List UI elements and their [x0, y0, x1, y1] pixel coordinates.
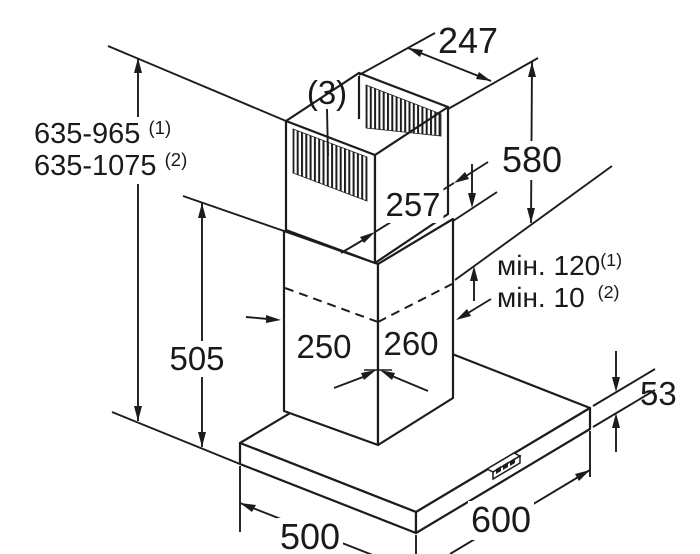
arrowhead-257-right [454, 172, 469, 183]
arrowhead-min-up [470, 266, 478, 281]
extension-line-top-right [447, 57, 539, 110]
arrowhead-635-bottom [134, 406, 142, 421]
arrowhead-247-right [476, 72, 491, 81]
arrowhead-250 [361, 370, 376, 380]
extension-line-top-left [107, 45, 287, 122]
dim-label-canopy-height: 53 [640, 375, 677, 412]
control-panel-button [503, 462, 508, 470]
chimney-top-rim-back-edges [285, 71, 449, 122]
arrowhead-505-bottom [198, 432, 206, 447]
dimension-shaft-edge-pointer [467, 298, 492, 314]
arrowhead-edge-pointer [456, 309, 471, 320]
arrowhead-505-top [198, 203, 206, 218]
dim-label-height-range-2: 635-1075 (2) [34, 149, 188, 183]
control-panel-button [510, 458, 515, 466]
dim-label-min-clearance-1: мін. 120(1) [497, 250, 623, 281]
dimension-shaft-250 [333, 376, 364, 389]
extension-line-junction-right [452, 191, 498, 222]
arrowhead-500-left [240, 503, 256, 512]
arrowhead-247-left [408, 48, 423, 57]
arrowhead-635-top [134, 58, 142, 73]
arrowhead-580-bottom [527, 208, 535, 223]
arrowhead-53-bottom [612, 413, 620, 428]
dimension-shaft-257-left [340, 239, 364, 254]
callout-leader-line [326, 108, 329, 157]
dimension-shaft-260 [391, 375, 429, 392]
extension-line-53-top [592, 368, 656, 407]
vent-grille-left-icon [292, 128, 368, 202]
dim-label-canopy-width: 600 [467, 500, 535, 540]
arrowhead-min-down [468, 193, 476, 208]
arrowhead-pointer-left-face [266, 315, 281, 323]
dashed-min-line-left [284, 287, 379, 323]
dim-label-height-range-1: 635-965 (1) [34, 116, 172, 150]
dim-label-min-clearance: мін. 120(1) мін. 10(2) [497, 250, 622, 314]
dimension-shaft-pointer-left-face [245, 316, 269, 320]
dim-label-upper-width: 257 [382, 187, 444, 223]
vent-grille-inner-icon [365, 84, 442, 137]
dim-label-lower-depth: 250 [296, 328, 352, 365]
dim-label-upper-height: 580 [498, 140, 566, 180]
dim-label-lower-width: 260 [383, 325, 439, 362]
extension-line-dashed-right [454, 165, 613, 281]
dimension-shaft-257-right [465, 161, 489, 177]
dim-label-canopy-depth: 500 [276, 517, 344, 554]
chimney-lower-right-face [376, 217, 455, 447]
arrowhead-260 [380, 370, 395, 380]
dim-label-height-range: 635-965 (1) 635-1075 (2) [30, 116, 192, 184]
control-panel-button [496, 466, 501, 474]
dim-label-min-clearance-2: мін. 10(2) [497, 282, 620, 314]
dim-label-lower-height: 505 [166, 341, 228, 377]
arrowhead-257-left [360, 232, 375, 243]
part-callout-label: (3) [306, 74, 348, 111]
arrowhead-580-top [528, 62, 536, 77]
extension-line-top-back [358, 32, 436, 76]
dim-label-top-depth: 247 [437, 20, 499, 61]
arrowhead-53-top [612, 377, 620, 392]
dimension-line-247 [407, 47, 492, 82]
arrowhead-600-right [575, 470, 590, 481]
extension-line-bottom-left [111, 411, 241, 465]
extension-line-junction-left [182, 195, 285, 232]
extension-line-53-bottom [592, 389, 656, 428]
